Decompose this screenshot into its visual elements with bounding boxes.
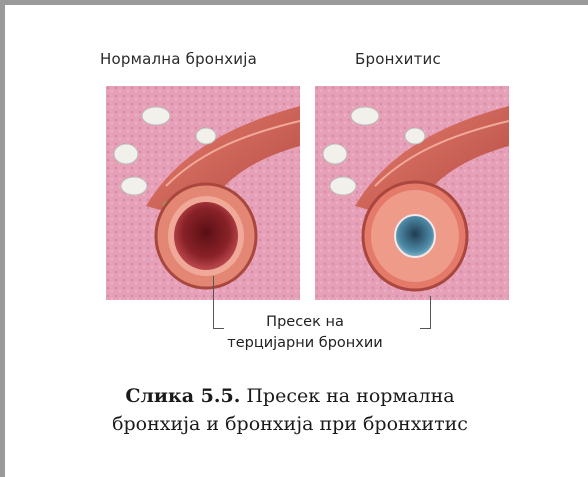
bronchitis-illustration [315, 86, 509, 300]
page-frame-top [0, 0, 588, 5]
callout-line-1: Пресек на [220, 312, 390, 333]
callout-bracket-right [420, 296, 431, 329]
bronchitis-label: Бронхитис [355, 50, 441, 68]
callout-line-2: терцијарни бронхии [220, 333, 390, 354]
figure-caption: Слика 5.5. Пресек на нормална бронхија и… [80, 382, 500, 438]
figure-number: Слика 5.5. [125, 385, 240, 407]
page-frame-left [0, 0, 5, 477]
normal-bronchus-label: Нормална бронхија [100, 50, 257, 68]
normal-bronchus-illustration [106, 86, 300, 300]
cross-section-callout: Пресек на терцијарни бронхии [220, 312, 390, 354]
